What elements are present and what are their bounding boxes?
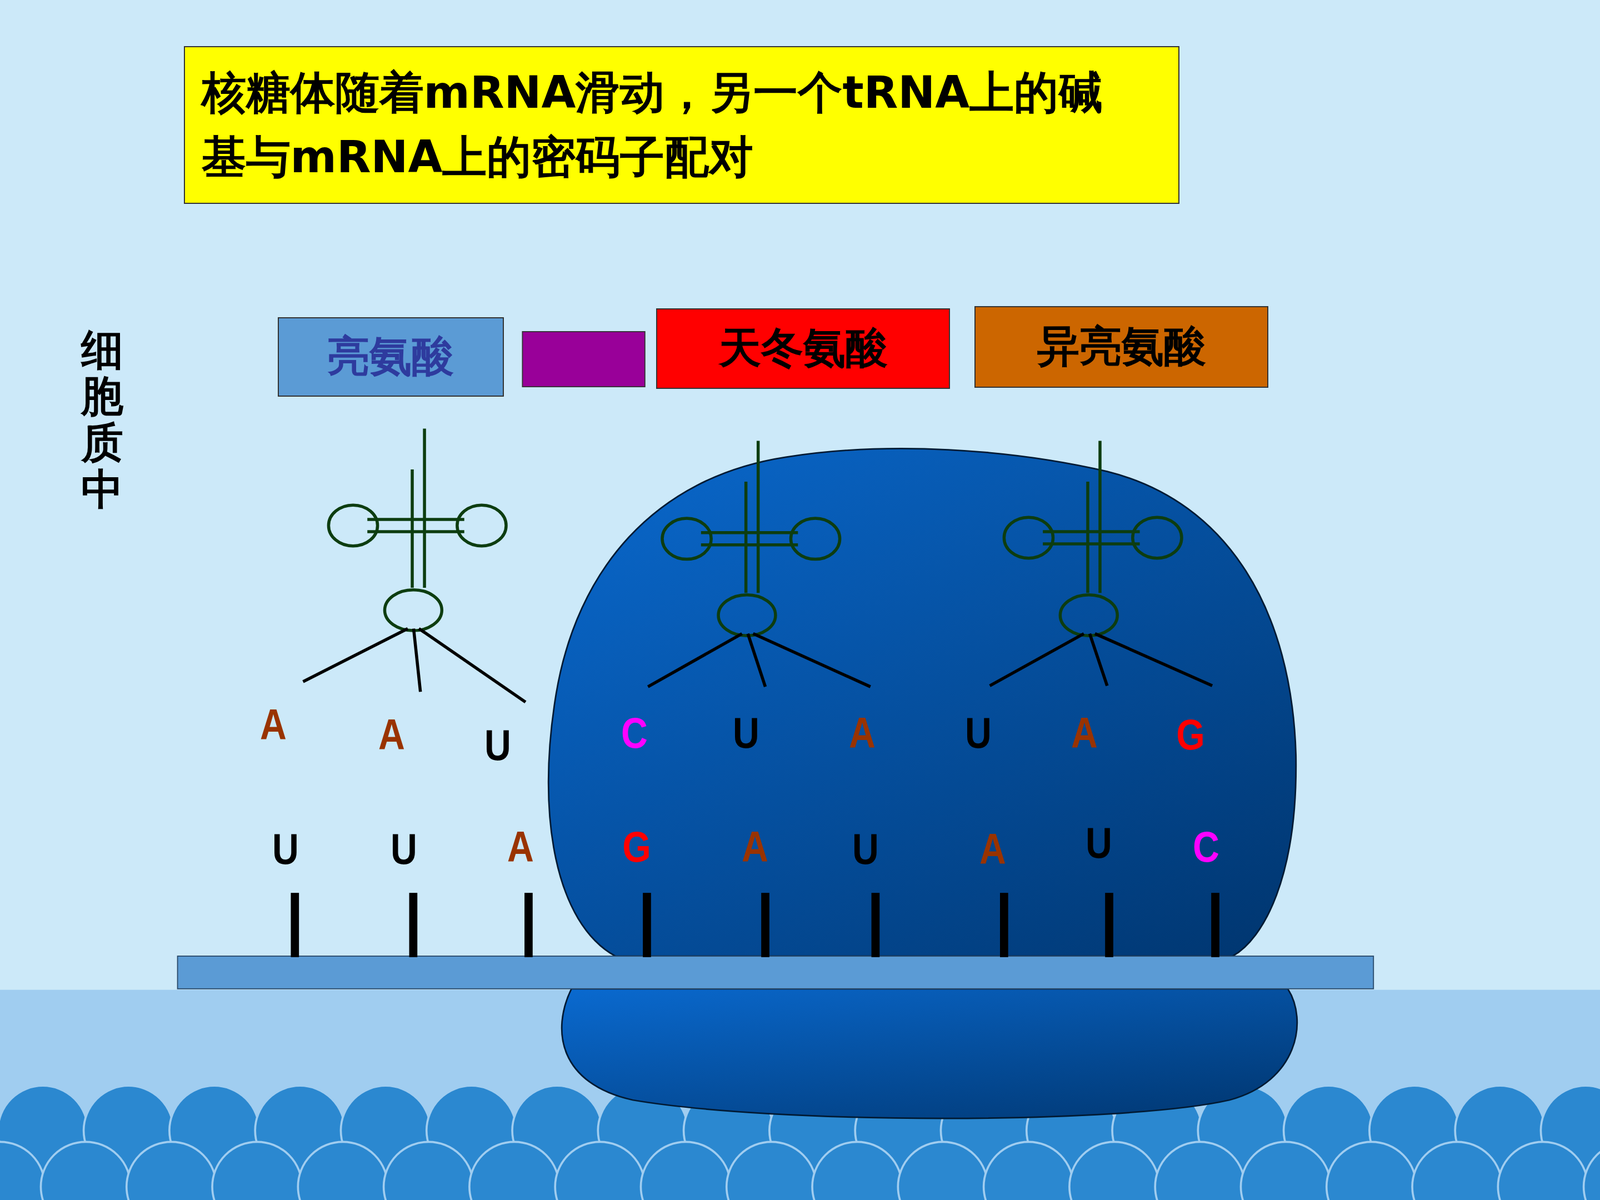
trna-stroke xyxy=(1060,595,1118,636)
trna-molecules xyxy=(303,428,1213,702)
wave-arc xyxy=(1326,1141,1417,1200)
trna-stroke xyxy=(1042,542,1140,546)
base-tick xyxy=(1211,892,1220,958)
title-text: 核糖体随着mRNA滑动，另一个tRNA上的碱基与mRNA上的密码子配对 xyxy=(201,60,1130,190)
mrna-strand xyxy=(177,956,1374,989)
base-tick xyxy=(524,892,533,958)
trna-stroke xyxy=(718,595,776,636)
trna-stroke xyxy=(328,505,378,546)
trna-stroke xyxy=(1132,517,1182,558)
base-tick xyxy=(409,892,418,958)
base-letter: A xyxy=(260,699,287,750)
leader-line xyxy=(753,633,871,688)
base-letter: U xyxy=(390,823,418,875)
trna xyxy=(990,440,1213,686)
wave-arc xyxy=(983,1141,1074,1200)
leader-line xyxy=(647,633,742,688)
title-box: 核糖体随着mRNA滑动，另一个tRNA上的碱基与mRNA上的密码子配对 xyxy=(183,46,1180,205)
base-letter: U xyxy=(484,719,512,770)
base-letter: A xyxy=(979,823,1007,875)
base-letter: U xyxy=(272,823,299,875)
leader-line xyxy=(990,633,1084,687)
wave-arc xyxy=(640,1141,731,1200)
wave-arc xyxy=(1240,1141,1331,1200)
base-letter: A xyxy=(848,707,876,758)
ribosome-large-subunit xyxy=(548,448,1297,957)
trna-stroke xyxy=(701,531,798,535)
base-tick xyxy=(290,892,299,958)
base-letter: U xyxy=(1085,817,1113,869)
base-letter: U xyxy=(965,707,992,758)
wave-arc xyxy=(1069,1141,1160,1200)
trna-stroke xyxy=(367,530,464,534)
leader-line xyxy=(413,628,421,692)
wave-arc xyxy=(40,1141,131,1200)
base-letter: A xyxy=(741,821,769,873)
wave-arc xyxy=(726,1141,817,1200)
base-letter: U xyxy=(732,707,760,758)
trna xyxy=(303,428,526,702)
peptide-bond xyxy=(522,331,645,387)
amino-acid-box: 异亮氨酸 xyxy=(974,306,1269,388)
trna-stroke xyxy=(410,469,414,588)
trna-stroke xyxy=(422,428,427,588)
wave-arc xyxy=(1497,1141,1588,1200)
base-letter: U xyxy=(852,823,879,875)
wave-arc xyxy=(812,1141,903,1200)
leader-line xyxy=(1089,633,1107,687)
trna-stroke xyxy=(457,505,507,546)
trna-stroke xyxy=(384,590,442,631)
leader-line xyxy=(1095,633,1213,687)
amino-acid-name: 天冬氨酸 xyxy=(718,320,888,378)
region-label: 细胞质中 xyxy=(81,326,124,513)
wave-arc xyxy=(297,1141,388,1200)
amino-acid-box: 天冬氨酸 xyxy=(656,308,950,389)
trna-stroke xyxy=(662,518,712,559)
trna-stroke xyxy=(1086,481,1090,593)
wave-arc xyxy=(212,1141,303,1200)
wave-arc xyxy=(1155,1141,1245,1200)
trna xyxy=(647,440,870,687)
base-letter: A xyxy=(507,821,534,873)
base-letter: A xyxy=(1071,707,1098,758)
base-tick xyxy=(642,892,652,958)
leader-line xyxy=(418,628,526,702)
trna-stroke xyxy=(1003,517,1053,558)
trna-stroke xyxy=(790,518,840,559)
wave-arc xyxy=(1583,1141,1600,1200)
base-letter: C xyxy=(621,707,648,758)
amino-acid-name: 亮氨酸 xyxy=(327,328,454,386)
wave-arc xyxy=(0,1141,45,1200)
base-tick xyxy=(761,892,770,958)
base-letter: G xyxy=(622,821,652,873)
trna-stroke xyxy=(756,440,760,593)
base-tick xyxy=(871,892,880,958)
wave-arc xyxy=(469,1141,560,1200)
ribosome-small-subunit xyxy=(561,988,1298,1119)
amino-acid-box: 亮氨酸 xyxy=(277,317,505,397)
trna-stroke xyxy=(1098,440,1102,593)
base-tick xyxy=(1105,892,1114,958)
trna-stroke xyxy=(744,481,748,593)
base-tick xyxy=(1000,892,1009,958)
wave-arc xyxy=(555,1141,645,1200)
base-letter: G xyxy=(1176,709,1206,760)
trna-stroke xyxy=(367,517,464,522)
wave-arc xyxy=(897,1141,988,1200)
wave-arc xyxy=(126,1141,217,1200)
wave-arc xyxy=(383,1141,474,1200)
trna-stroke xyxy=(1042,530,1140,534)
amino-acid-name: 异亮氨酸 xyxy=(1037,318,1207,376)
wave-arc xyxy=(1412,1141,1503,1200)
leader-line xyxy=(747,633,765,688)
trna-stroke xyxy=(701,543,798,547)
leader-line xyxy=(303,628,408,682)
base-ticks xyxy=(290,892,1219,958)
base-letter: C xyxy=(1192,821,1220,873)
base-letter: A xyxy=(378,709,405,760)
